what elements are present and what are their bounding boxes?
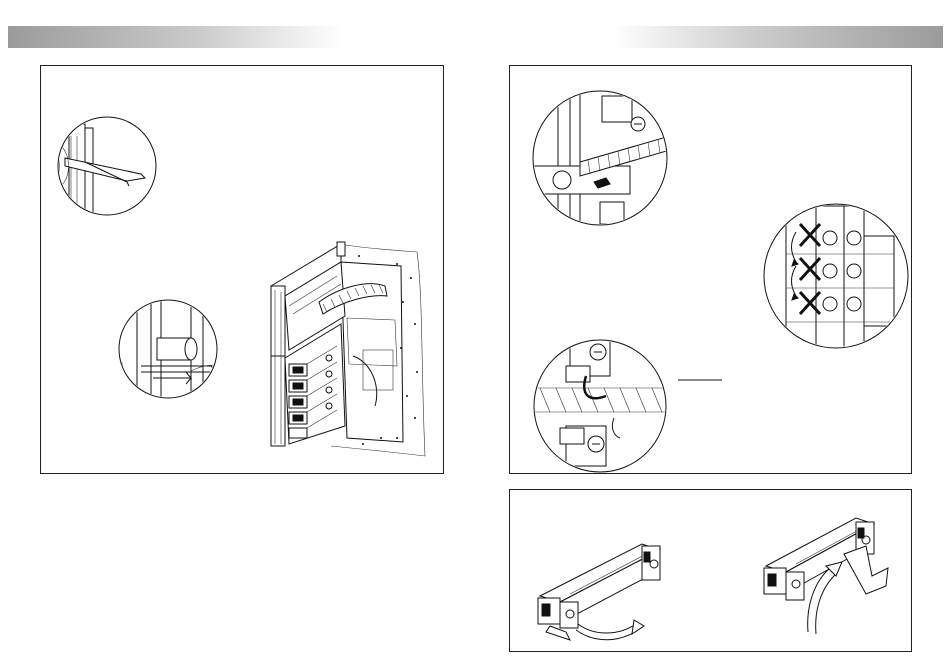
terminal-ribbon-detail-icon [532, 90, 670, 230]
header-bar-left [8, 26, 343, 48]
figure-panel-bracket [509, 489, 912, 652]
door-panel-assembly-icon [271, 242, 425, 456]
cable-clip-detail-icon [534, 336, 670, 472]
module-bracket-left-rotate-icon [538, 544, 660, 640]
hex-key-detail-icon [58, 117, 156, 215]
header-bar-right [612, 26, 943, 48]
module-bracket-right-rotate-icon [764, 518, 888, 634]
figure-panel-wiring [509, 65, 912, 474]
terminal-strip-wiring-detail-icon [764, 204, 908, 356]
hinge-pin-detail-icon [117, 300, 219, 401]
figure-panel-installation [40, 65, 444, 474]
